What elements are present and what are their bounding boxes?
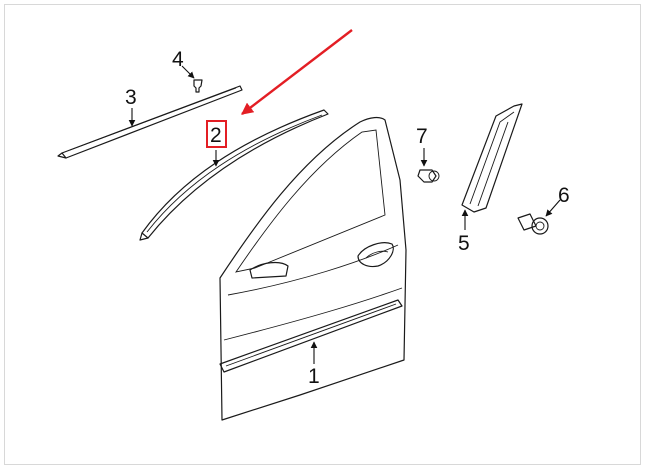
highlight-arrow xyxy=(241,29,353,115)
callout-1[interactable]: 1 xyxy=(308,365,320,388)
part-4-clip[interactable] xyxy=(193,79,203,93)
callout-2[interactable]: 2 xyxy=(210,124,222,147)
callout-5[interactable]: 5 xyxy=(458,232,470,255)
part-7-clip[interactable] xyxy=(417,169,440,183)
callout-6[interactable]: 6 xyxy=(558,184,570,207)
part-6-bolt[interactable] xyxy=(517,213,549,235)
part-5-pillar-applique[interactable] xyxy=(461,103,523,213)
part-1-front-door[interactable] xyxy=(219,116,407,421)
highlight-box xyxy=(206,120,227,148)
callout-4[interactable]: 4 xyxy=(172,48,184,71)
leader-4 xyxy=(181,65,195,79)
callout-7[interactable]: 7 xyxy=(416,125,428,148)
leader-6 xyxy=(545,199,561,217)
part-2-window-moulding[interactable] xyxy=(139,109,329,241)
part-3-belt-weatherstrip[interactable] xyxy=(57,85,243,159)
callout-3[interactable]: 3 xyxy=(125,86,137,109)
diagram-border xyxy=(4,4,641,465)
